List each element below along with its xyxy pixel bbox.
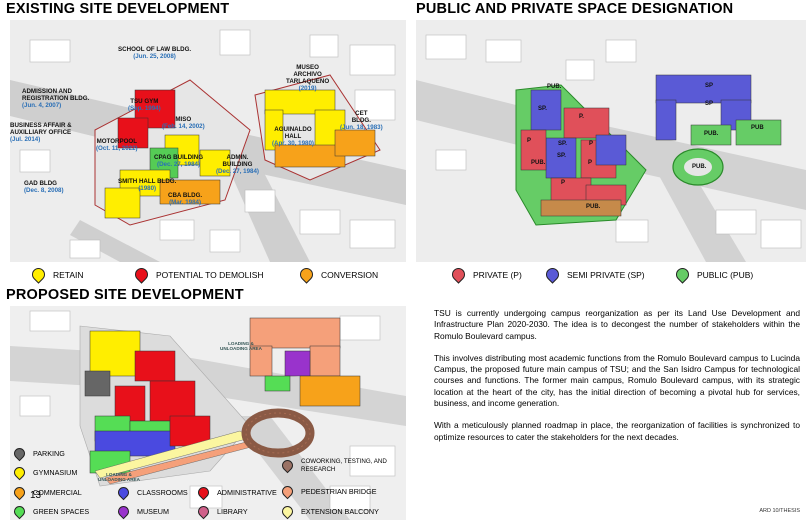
paragraph: This involves distributing most academic… — [434, 352, 800, 409]
existing-site-map: SCHOOL OF LAW BLDG.(Jun. 25, 2008) ADMIS… — [10, 20, 406, 262]
proposed-site-map: LOADING & UNLOADING AREA LOADING & UNLOA… — [10, 306, 406, 520]
label-cba: CBA BLDG.(Mar. 1984) — [168, 192, 203, 206]
gymnasium-pin-icon — [11, 464, 28, 481]
space-designation-drawing — [416, 20, 806, 262]
space-label: PUB — [751, 125, 764, 131]
legend-parking: PARKING — [11, 445, 65, 462]
legend-extension-balcony: EXTENSION BALCONY — [279, 503, 379, 520]
pedestrian-bridge-pin-icon — [279, 483, 296, 500]
legend-administrative: ADMINISTRATIVE — [195, 484, 277, 501]
label-cet: CET BLDG.(Jun. 18, 1983) — [340, 110, 383, 131]
space-label: PUB. — [547, 84, 562, 90]
space-label: PUB. — [692, 164, 707, 170]
legend-classrooms: CLASSROOMS — [115, 484, 188, 501]
legend-commercial: COMMERCIAL — [11, 484, 82, 501]
legend-private: PRIVATE (P) — [449, 265, 522, 284]
label-tsu-gym: TSU GYM(Sep. 1994) — [128, 98, 161, 112]
legend-gymnasium: GYMNASIUM — [11, 464, 77, 481]
legend-semi-private: SEMI PRIVATE (SP) — [543, 265, 645, 284]
label-business-affair: BUSINESS AFFAIR & AUXILLIARY OFFICE(Jul.… — [10, 122, 72, 143]
retain-pin-icon — [29, 265, 48, 284]
legend-pedestrian-bridge: PEDESTRIAN BRIDGE — [279, 483, 376, 500]
space-label: P — [561, 180, 566, 186]
space-label: SP — [705, 101, 714, 107]
coworking-pin-icon — [279, 457, 296, 474]
space-label: SP. — [557, 153, 566, 159]
space-label: P — [588, 160, 593, 166]
semi-private-pin-icon — [543, 265, 562, 284]
space-label: PUB. — [586, 204, 601, 210]
legend-coworking: COWORKING, TESTING, AND RESEARCH — [279, 457, 387, 474]
label-cpag: CPAG BUILDING(Dec. 27, 1984) — [154, 154, 204, 168]
label-school-of-law: SCHOOL OF LAW BLDG.(Jun. 25, 2008) — [118, 46, 192, 60]
label-admission: ADMISSION AND REGISTRATION BLDG.(Jun. 4,… — [22, 88, 90, 109]
library-pin-icon — [195, 503, 212, 520]
space-label: PUB. — [704, 131, 719, 137]
label-aguinaldo: AGUINALDO HALL(Apr. 30, 1980) — [272, 126, 314, 147]
existing-title: EXISTING SITE DEVELOPMENT — [6, 1, 230, 17]
public-pin-icon — [673, 265, 692, 284]
parking-pin-icon — [11, 445, 28, 462]
legend-public: PUBLIC (PUB) — [673, 265, 753, 284]
label-motorpool: MOTORPOOL(Oct. 11, 2022) — [96, 138, 138, 152]
legend-demolish: POTENTIAL TO DEMOLISH — [132, 265, 264, 284]
space-label: P. — [579, 114, 584, 120]
legend-green-spaces: GREEN SPACES — [11, 503, 89, 520]
paragraph: TSU is currently undergoing campus reorg… — [434, 308, 800, 341]
description-text: TSU is currently undergoing campus reorg… — [434, 308, 800, 454]
space-label: PUB. — [531, 160, 546, 166]
label-smith-hall: SMITH HALL BLDG.(1980) — [118, 178, 177, 192]
loading-area-label: LOADING & UNLOADING AREA — [98, 472, 140, 483]
space-label: SP. — [558, 141, 567, 147]
loading-area-label: LOADING & UNLOADING AREA — [220, 341, 262, 352]
commercial-pin-icon — [11, 484, 28, 501]
label-miso: MISO(Feb. 14, 2002) — [162, 116, 205, 130]
footer-label: ARD 10/THESIS — [759, 508, 800, 514]
existing-site-drawing — [10, 20, 406, 262]
private-pin-icon — [449, 265, 468, 284]
extension-balcony-pin-icon — [279, 503, 296, 520]
administrative-pin-icon — [195, 484, 212, 501]
legend-museum: MUSEUM — [115, 503, 169, 520]
space-designation-map: PUB. SP. P. P P SP. PUB. SP. P P PUB. SP… — [416, 20, 806, 262]
green-spaces-pin-icon — [11, 503, 28, 520]
proposed-site-drawing — [10, 306, 406, 520]
conversion-pin-icon — [297, 265, 316, 284]
space-label: SP. — [538, 106, 547, 112]
legend-retain: RETAIN — [29, 265, 84, 284]
demolish-pin-icon — [132, 265, 151, 284]
space-label: P — [589, 141, 594, 147]
museum-pin-icon — [115, 503, 132, 520]
space-title: PUBLIC AND PRIVATE SPACE DESIGNATION — [416, 1, 734, 17]
classrooms-pin-icon — [115, 484, 132, 501]
label-gad: GAD BLDG(Dec. 8, 2008) — [24, 180, 64, 194]
space-label: SP — [705, 83, 714, 89]
space-label: P — [527, 138, 532, 144]
label-museo: MUSEO ARCHIVO TARLAQUENO(2019) — [286, 64, 330, 92]
label-admin: ADMIN. BUILDING(Dec. 27, 1984) — [216, 154, 259, 175]
paragraph: With a meticulously planned roadmap in p… — [434, 420, 800, 442]
legend-library: LIBRARY — [195, 503, 248, 520]
proposed-title: PROPOSED SITE DEVELOPMENT — [6, 287, 244, 303]
page-number: 13 — [30, 490, 42, 501]
legend-conversion: CONVERSION — [297, 265, 378, 284]
